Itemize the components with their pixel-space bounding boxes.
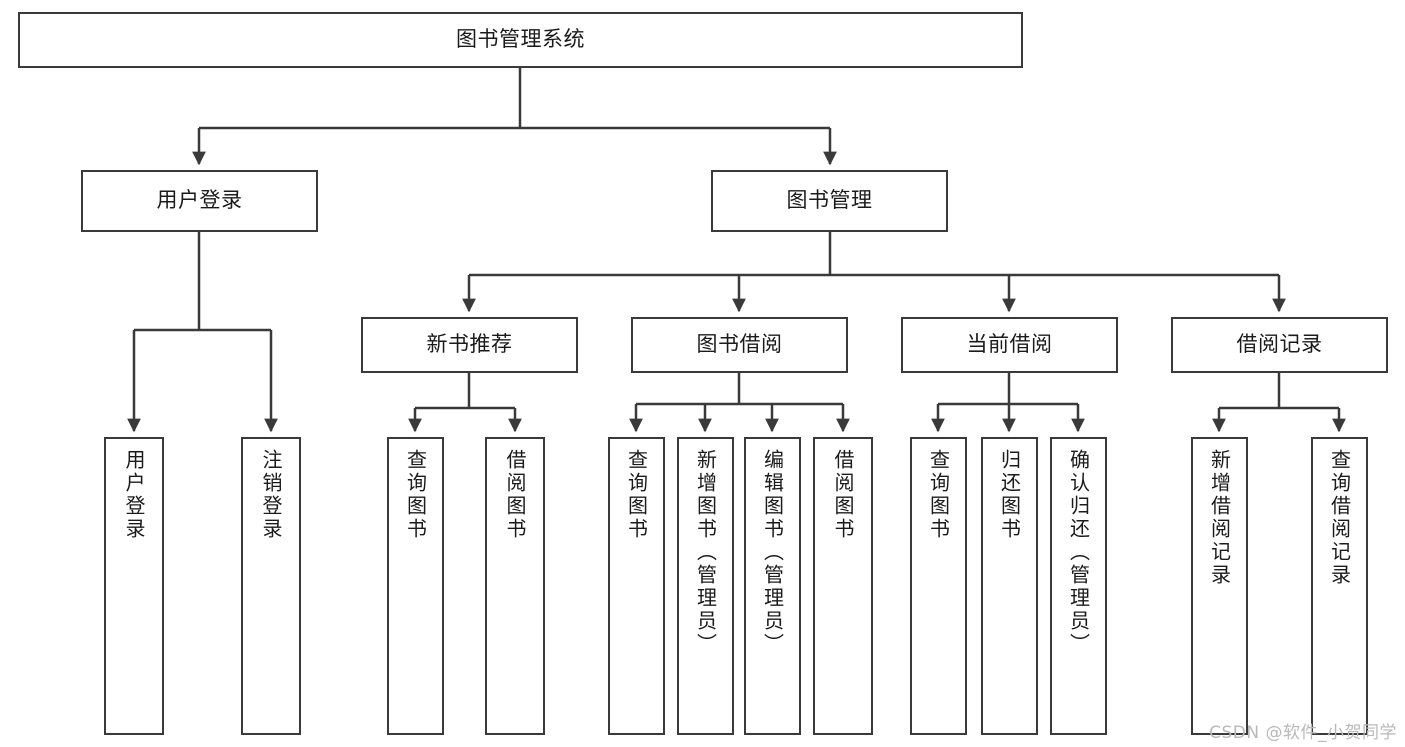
leaf-node-label: 查询图书: [624, 449, 649, 541]
leaf-node[interactable]: 查询图书: [387, 437, 444, 735]
node-root-label: 图书管理系统: [456, 27, 585, 52]
leaf-node[interactable]: 归还图书: [981, 437, 1038, 735]
node-new-book-recommendation[interactable]: 新书推荐: [361, 317, 578, 373]
leaf-node[interactable]: 借阅图书: [485, 437, 545, 735]
leaf-node-label: 确认归还（管理员）: [1066, 449, 1091, 656]
node-book-borrowing[interactable]: 图书借阅: [631, 317, 848, 373]
edges-user-login-to-leaves: [127, 232, 278, 433]
leaf-node-label: 用户登录: [122, 449, 146, 541]
leaf-node[interactable]: 编辑图书（管理员）: [744, 437, 801, 735]
node-borrowing-record[interactable]: 借阅记录: [1171, 317, 1388, 373]
leaf-node-label: 编辑图书（管理员）: [760, 449, 785, 656]
leaf-node[interactable]: 新增图书（管理员）: [677, 437, 734, 735]
leaf-node-label: 新增图书（管理员）: [693, 449, 718, 656]
leaf-node-label: 查询图书: [926, 449, 951, 541]
node-book-management[interactable]: 图书管理: [711, 170, 948, 232]
edges-book-borrow-to-leaves: [629, 373, 850, 433]
node-book-management-label: 图书管理: [786, 188, 873, 213]
edges-book-mgmt-to-level3: [462, 232, 1286, 313]
leaf-node[interactable]: 确认归还（管理员）: [1050, 437, 1107, 735]
node-user-login-label: 用户登录: [156, 188, 243, 213]
leaf-node[interactable]: 借阅图书: [813, 437, 873, 735]
edges-current-borrow-to-leaves: [931, 373, 1085, 433]
node-borrowing-record-label: 借阅记录: [1236, 332, 1323, 357]
leaf-node-label: 注销登录: [259, 449, 283, 541]
leaf-node-label: 借阅图书: [503, 449, 527, 541]
leaf-node[interactable]: 查询图书: [608, 437, 665, 735]
leaf-node-label: 借阅图书: [831, 449, 855, 541]
leaf-node-label: 新增借阅记录: [1207, 449, 1232, 587]
leaf-node-label: 查询借阅记录: [1327, 449, 1352, 587]
leaf-node-label: 归还图书: [997, 449, 1022, 541]
node-root[interactable]: 图书管理系统: [18, 12, 1023, 68]
leaf-node[interactable]: 新增借阅记录: [1191, 437, 1248, 735]
node-user-login[interactable]: 用户登录: [81, 170, 318, 232]
node-book-borrowing-label: 图书借阅: [696, 332, 783, 357]
leaf-node-label: 查询图书: [403, 449, 428, 541]
leaf-node[interactable]: 查询图书: [910, 437, 967, 735]
edges-new-book-rec-to-leaves: [408, 373, 522, 433]
node-new-book-recommendation-label: 新书推荐: [426, 332, 513, 357]
edges-root-to-level2: [192, 68, 837, 166]
leaf-node[interactable]: 查询借阅记录: [1311, 437, 1368, 735]
leaf-node[interactable]: 注销登录: [241, 437, 301, 735]
edges-borrow-record-to-leaves: [1212, 373, 1346, 433]
node-current-borrowing[interactable]: 当前借阅: [901, 317, 1118, 373]
leaf-node[interactable]: 用户登录: [104, 437, 164, 735]
node-current-borrowing-label: 当前借阅: [966, 332, 1053, 357]
